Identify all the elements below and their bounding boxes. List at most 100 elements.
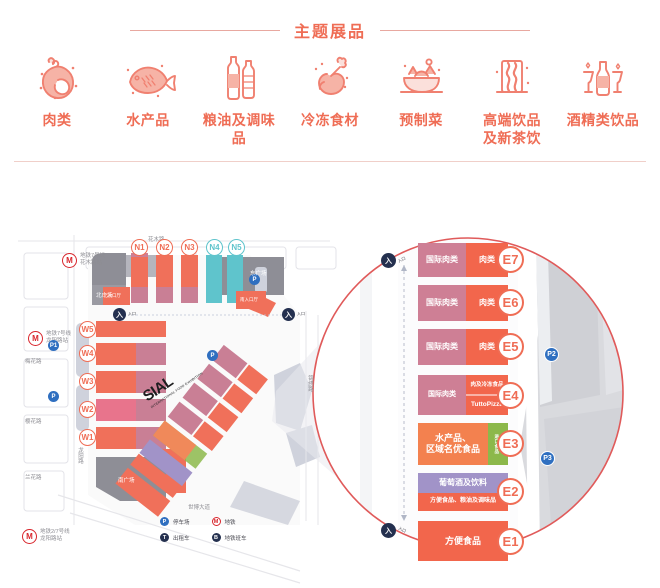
map-base-graphics xyxy=(0,195,660,588)
title-rule-right xyxy=(380,29,530,31)
parking-marker-left-4[interactable]: P xyxy=(207,350,218,361)
magnifier-badge-e6[interactable]: E6 xyxy=(497,289,524,316)
magnifier-hall-e7-seg1: 国际肉类 xyxy=(426,255,458,265)
magnifier-hall-e3-seg1: 水产品、 区域名优食品 xyxy=(425,433,480,454)
category-item-aquatic[interactable]: 水产品 xyxy=(105,52,191,147)
category-item-frozen[interactable]: 冷冻食材 xyxy=(287,52,373,147)
legend-label: 出租车 xyxy=(173,535,190,542)
road-label-left-3: 兰花路 xyxy=(25,475,42,481)
parking-marker-left-3[interactable]: P xyxy=(249,274,260,285)
category-item-grain-oil-seasoning[interactable]: 粮油及调味品 xyxy=(196,52,282,147)
entrance-glyph: 入 xyxy=(116,311,123,319)
magnifier-badge-e2[interactable]: E2 xyxy=(497,478,524,505)
hall-badge-w5[interactable]: W5 xyxy=(79,321,96,338)
hall-badge-n5[interactable]: N5 xyxy=(228,239,245,256)
legend-item-shuttle: B 地铁班车 xyxy=(211,533,247,542)
frozen-chicken-icon xyxy=(314,56,349,95)
entrance-marker-north[interactable]: 入 入口 xyxy=(113,308,136,321)
entrance-label: 入口 xyxy=(397,525,408,534)
magnifier-entrance-top[interactable]: 入 入口 xyxy=(381,253,406,268)
section-title-row: 主题展品 xyxy=(0,0,660,42)
taxi-icon: T xyxy=(160,533,169,542)
legend-label: 地铁 xyxy=(224,519,236,526)
entrance-glyph: 入 xyxy=(285,311,292,319)
magnifier-parking-p3[interactable]: P3 xyxy=(540,451,555,466)
entrance-hall-label-south: 南入口厅 xyxy=(240,297,258,302)
parking-marker-left-2[interactable]: P xyxy=(48,391,59,402)
magnifier-hall-e6-seg2: 肉类 xyxy=(479,298,495,308)
prepared-dish-icon xyxy=(399,58,444,94)
magnifier-badge-e4[interactable]: E4 xyxy=(497,382,524,409)
category-list: 肉类 水产品 xyxy=(0,52,660,147)
entrance-icon: 入 xyxy=(381,523,396,538)
plaza-label-south: 南广场 xyxy=(118,478,135,484)
magnifier-parking-p2[interactable]: P2 xyxy=(544,347,559,362)
entrance-label: 入口 xyxy=(297,311,305,317)
magnifier-hall-e2-seg2: 方便食品、粮油及调味品 xyxy=(429,498,496,505)
magnifier-badge-e1[interactable]: E1 xyxy=(497,528,524,555)
parking-marker-p1[interactable]: P1 xyxy=(48,340,59,351)
category-item-prepared-meals[interactable]: 预制菜 xyxy=(378,52,464,147)
legend-item-parking: P 停车场 xyxy=(160,517,190,526)
category-label: 冷冻食材 xyxy=(301,112,359,128)
map-legend: P 停车场 T 出租车 M 地铁 B 地铁班车 xyxy=(160,517,247,542)
magnifier-hall-e2-seg1: 葡萄酒及饮料 xyxy=(439,478,487,488)
road-label-left-1: 梅花路 xyxy=(25,359,42,365)
hall-badge-n4[interactable]: N4 xyxy=(206,239,223,256)
metro-icon: M xyxy=(211,517,221,526)
entrance-label: 入口 xyxy=(396,255,407,264)
magnifier-badge-e3[interactable]: E3 xyxy=(497,430,524,457)
category-label: 粮油及调味品 xyxy=(202,112,276,146)
magnifier-hall-e5-seg1: 国际肉类 xyxy=(426,342,458,352)
legend-item-metro: M 地铁 xyxy=(211,517,247,526)
magnifier-hall-e4-seg2: 肉及冷冻食品 xyxy=(470,381,504,388)
entrance-icon: 入 xyxy=(282,308,295,321)
magnifier-entrance-bottom[interactable]: 入 入口 xyxy=(381,523,408,538)
entrance-marker-south[interactable]: 入 入口 xyxy=(282,308,305,321)
hall-badge-n1[interactable]: N1 xyxy=(131,239,148,256)
hall-badge-n2[interactable]: N2 xyxy=(156,239,173,256)
metro-marker-2[interactable]: M xyxy=(28,331,43,346)
hall-badge-w1[interactable]: W1 xyxy=(79,429,96,446)
hall-badge-w4[interactable]: W4 xyxy=(79,345,96,362)
legend-column-right: M 地铁 B 地铁班车 xyxy=(211,517,247,542)
entrance-label: 入口 xyxy=(128,311,136,317)
category-item-alcohol[interactable]: 酒精类饮品 xyxy=(560,52,646,147)
ham-icon xyxy=(39,57,78,100)
metro-marker-1[interactable]: M xyxy=(62,253,77,268)
category-label: 高端饮品 及新茶饮 xyxy=(483,112,541,146)
magnifier-badge-e7[interactable]: E7 xyxy=(497,246,524,273)
section-bottom-rule xyxy=(14,161,646,162)
hall-badge-n3[interactable]: N3 xyxy=(181,239,198,256)
beverage-can-icon xyxy=(495,60,530,94)
shuttle-icon: B xyxy=(211,533,221,542)
metro-note-1: 地铁7号线 花木路站 xyxy=(80,253,106,266)
title-rule-left xyxy=(129,29,280,31)
category-label: 预制菜 xyxy=(399,112,443,128)
metro-note-3: 地铁2/7号线 龙阳路站 xyxy=(40,529,70,542)
category-item-meat[interactable]: 肉类 xyxy=(14,52,100,147)
legend-label: 停车场 xyxy=(173,519,190,526)
magnifier-hall-e4-seg1: 国际肉类 xyxy=(428,390,456,398)
legend-label: 地铁班车 xyxy=(224,535,247,542)
metro-marker-3[interactable]: M xyxy=(22,529,37,544)
category-label: 肉类 xyxy=(42,112,72,128)
entrance-icon: 入 xyxy=(113,308,126,321)
road-label-left-2: 樱花路 xyxy=(25,419,42,425)
category-item-beverages[interactable]: 高端饮品 及新茶饮 xyxy=(469,52,555,147)
road-label-bottom: 世博大道 xyxy=(188,505,211,511)
road-label-jinxiu: 锦绣路 xyxy=(307,375,313,392)
road-label-longyang: 龙阳路 xyxy=(77,447,83,464)
category-label: 水产品 xyxy=(126,112,170,128)
hall-badge-w3[interactable]: W3 xyxy=(79,373,96,390)
wine-bottle-glasses-icon xyxy=(583,61,623,96)
parking-icon: P xyxy=(160,517,169,526)
magnifier-hall-e6-seg1: 国际肉类 xyxy=(426,298,458,308)
entrance-glyph: 入 xyxy=(385,257,392,265)
magnifier-hall-e1-seg1: 方便食品 xyxy=(444,535,481,546)
hall-badge-w2[interactable]: W2 xyxy=(79,401,96,418)
fish-icon xyxy=(126,64,176,98)
magnifier-badge-e5[interactable]: E5 xyxy=(497,333,524,360)
entrance-icon: 入 xyxy=(381,253,396,268)
venue-map[interactable]: 花木路 梅花路 樱花路 兰花路 龙阳路 锦绣路 世博大道 N1 N2 N3 N4… xyxy=(0,195,660,588)
